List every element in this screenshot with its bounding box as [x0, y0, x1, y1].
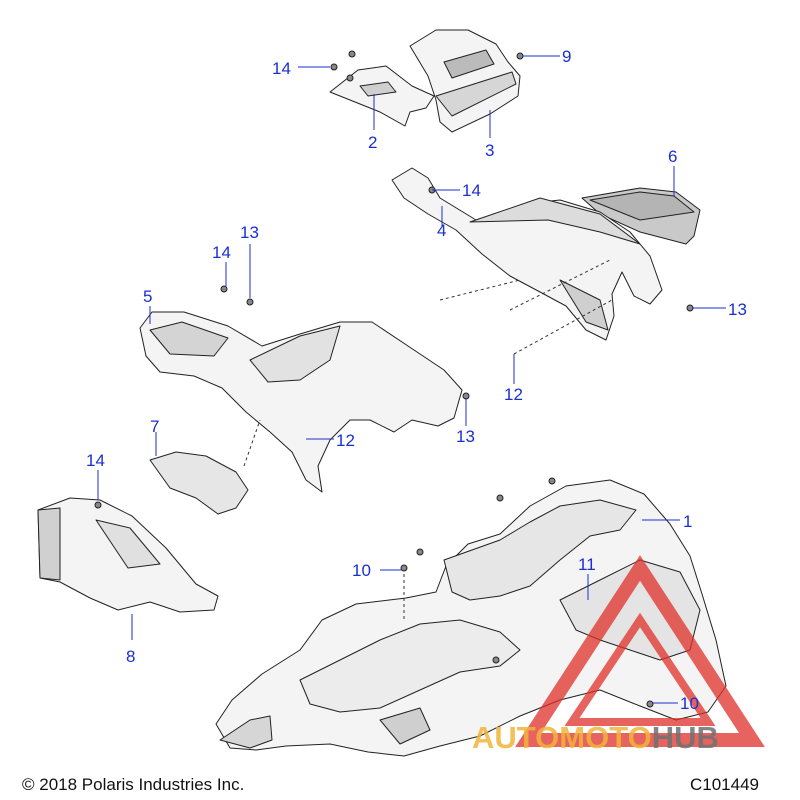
leader-lines [97, 55, 726, 704]
watermark-text: AUTOMOTOHUB [472, 722, 719, 753]
callout-1: 1 [683, 512, 693, 531]
fasteners [94, 50, 694, 708]
callout-4: 4 [437, 221, 447, 240]
callout-14: 14 [86, 451, 105, 470]
callout-14: 14 [212, 243, 231, 262]
callout-12: 12 [504, 385, 523, 404]
watermark-text-part1: AUTOMOTO [472, 720, 652, 755]
callout-12: 12 [336, 431, 355, 450]
callout-10: 10 [352, 561, 371, 580]
callout-13: 13 [728, 300, 747, 319]
watermark-logo [515, 555, 765, 747]
callout-3: 3 [485, 141, 495, 160]
callout-14: 14 [272, 59, 291, 78]
callout-8: 8 [126, 647, 136, 666]
callout-5: 5 [143, 287, 153, 306]
callout-6: 6 [668, 147, 678, 166]
callout-14: 14 [462, 181, 481, 200]
part-7-panel [149, 451, 249, 515]
callout-9: 9 [562, 47, 572, 66]
callout-10: 10 [680, 694, 699, 713]
figure-id: C101449 [690, 775, 760, 794]
part-6-plate [581, 187, 701, 245]
callout-13: 13 [240, 223, 259, 242]
callout-13: 13 [456, 427, 475, 446]
part-8-side-panel [37, 497, 219, 613]
callout-7: 7 [150, 417, 160, 436]
part-5-front-fender [139, 311, 463, 493]
part-4-rear-fender [391, 167, 663, 341]
part-2-panel [329, 65, 435, 127]
callout-11: 11 [578, 555, 596, 574]
part-1-main-body [215, 479, 727, 757]
callout-2: 2 [368, 133, 378, 152]
copyright-text: © 2018 Polaris Industries Inc. [22, 775, 245, 794]
watermark-text-part2: HUB [651, 720, 719, 755]
assembly-lines [243, 259, 613, 620]
part-3-cover [409, 29, 521, 133]
